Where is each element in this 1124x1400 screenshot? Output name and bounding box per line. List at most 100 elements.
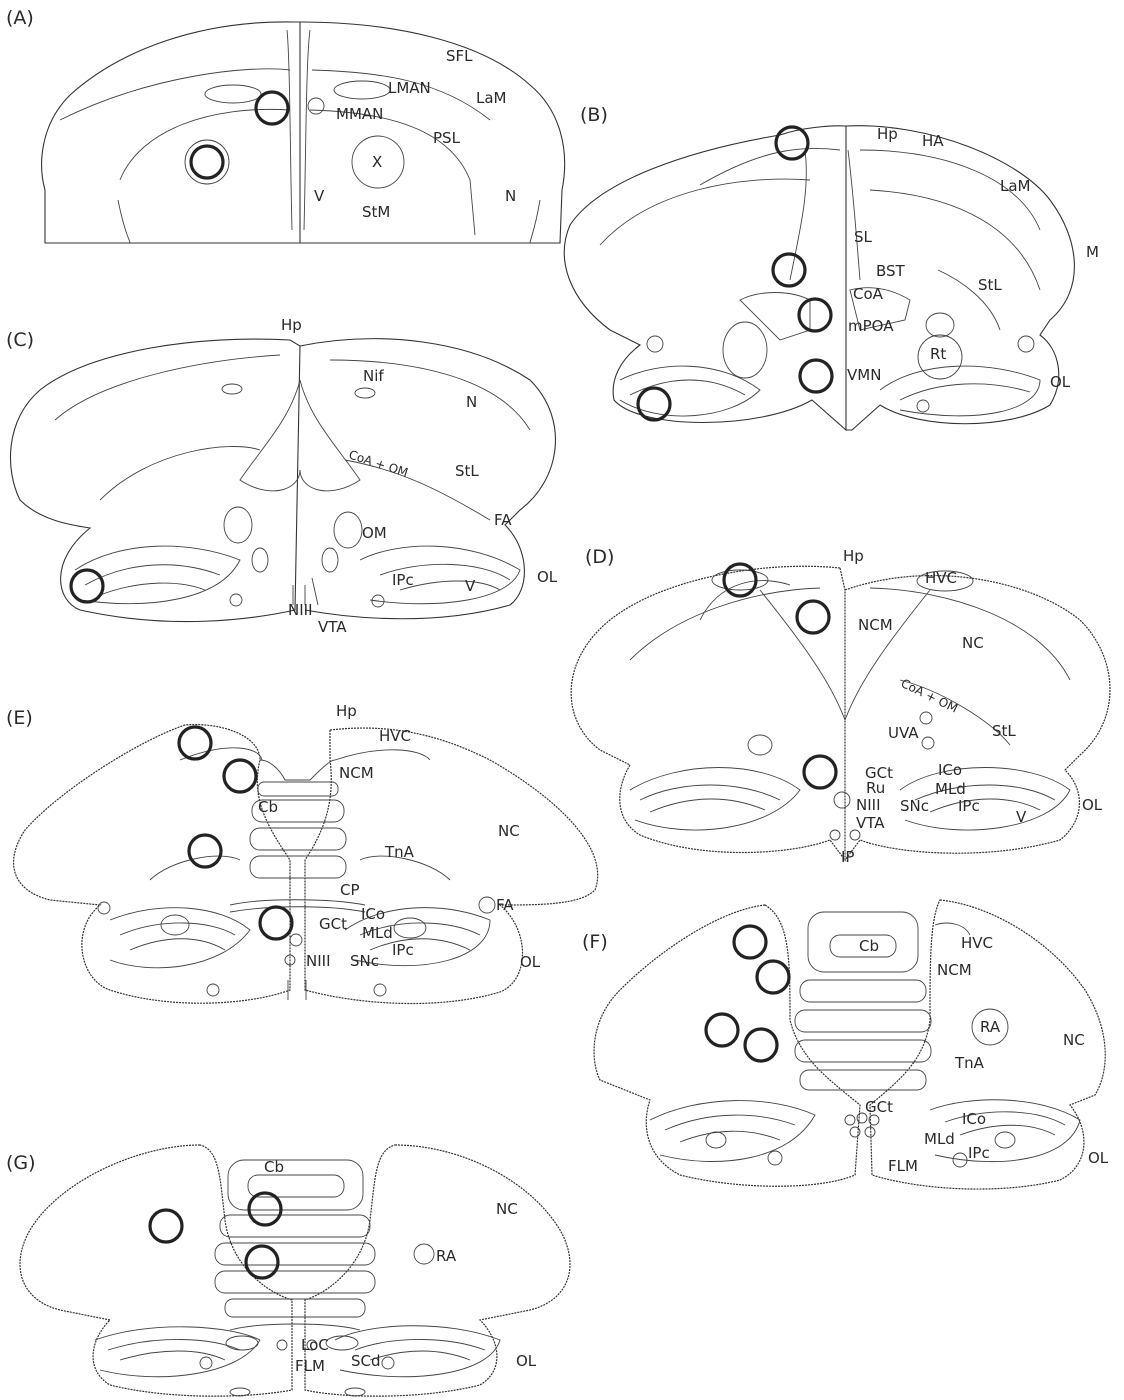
panel-e-region-label: HVC <box>379 727 411 745</box>
panel-b-region-label: mPOA <box>848 317 894 335</box>
panel-b-region-label: M <box>1086 243 1099 261</box>
panel-d-lesion-circle <box>797 601 829 633</box>
panel-b-lesion-circle <box>638 388 670 420</box>
panel-e-region-label: Hp <box>336 702 357 720</box>
panel-b-region-label: SL <box>854 228 873 246</box>
panel-b-region-label: HA <box>922 132 944 150</box>
panel-e-region-label: NC <box>498 822 520 840</box>
panel-f-region-label: NCM <box>937 961 972 979</box>
panel-d-region-label: HVC <box>925 569 957 587</box>
panel-c: (C) Hp Nif N <box>6 316 558 636</box>
panel-e-label: (E) <box>6 707 33 729</box>
panel-f-lesion-circle <box>745 1029 777 1061</box>
panel-a-region-label: SFL <box>446 47 473 65</box>
panel-c-region-label: IPc <box>392 571 414 589</box>
panel-b-lesion-circle <box>799 299 831 331</box>
panel-e-region-label: GCt <box>319 915 347 933</box>
panel-c-region-label: N <box>466 393 477 411</box>
panel-d-region-label: MLd <box>935 780 966 798</box>
panel-e-region-label: OL <box>520 953 541 971</box>
panel-a-region-label: MMAN <box>336 105 383 123</box>
panel-f-region-label: RA <box>980 1018 1001 1036</box>
panel-e-region-label: SNc <box>350 952 379 970</box>
panel-b: (B) Hp HA <box>564 104 1099 430</box>
panel-e-region-label: MLd <box>362 924 393 942</box>
panel-d-region-label: UVA <box>888 724 919 742</box>
panel-c-region-label: VTA <box>318 618 347 636</box>
panel-b-region-label: CoA <box>853 285 884 303</box>
panel-e-region-label: FA <box>496 896 514 914</box>
panel-a-region-label: LMAN <box>388 79 431 97</box>
panel-a-region-label: V <box>314 187 325 205</box>
panel-f-region-label: HVC <box>961 934 993 952</box>
panel-d-region-label: NIII <box>856 796 881 814</box>
panel-b-region-label: Rt <box>930 345 946 363</box>
panel-c-region-label: V <box>465 577 476 595</box>
panel-d-region-label: V <box>1016 808 1027 826</box>
panel-c-region-label: FA <box>494 511 512 529</box>
panel-f-region-label: NC <box>1063 1031 1085 1049</box>
panel-f-region-label: ICo <box>962 1110 986 1128</box>
panel-f-section-drawing <box>594 900 1105 1189</box>
panel-d-section-drawing <box>571 566 1110 860</box>
panel-d: (D) Hp HVC <box>571 546 1110 866</box>
panel-b-region-label: BST <box>876 262 906 280</box>
panel-d-region-label: OL <box>1082 796 1103 814</box>
panel-f-lesion-circle <box>757 961 789 993</box>
panel-f-region-label: Cb <box>859 937 879 955</box>
panel-b-region-label: VMN <box>847 366 881 384</box>
panel-d-region-label: IPc <box>958 797 980 815</box>
panel-c-region-label: OL <box>537 568 558 586</box>
panel-a-region-label: PSL <box>433 129 461 147</box>
panel-a-region-label: X <box>372 153 382 171</box>
panel-e-region-label: Cb <box>258 798 278 816</box>
panel-g: (G) <box>6 1145 570 1396</box>
panel-c-region-label: Nif <box>363 367 384 385</box>
panel-a-lesion-circle <box>256 92 288 124</box>
panel-f-lesion-circle <box>734 926 766 958</box>
panel-d-region-label: IP <box>841 848 854 866</box>
panel-f-label: (F) <box>582 931 608 953</box>
panel-f-lesion-circle <box>706 1014 738 1046</box>
panel-e-region-label: NCM <box>339 764 374 782</box>
panel-e: (E) <box>6 702 598 1004</box>
panel-f: (F) <box>582 900 1109 1189</box>
panel-d-region-label: NC <box>962 634 984 652</box>
panel-g-region-label: LoC <box>301 1336 329 1354</box>
panel-e-region-label: IPc <box>392 941 414 959</box>
panel-a-region-label: StM <box>362 203 390 221</box>
panel-d-region-label: NCM <box>858 616 893 634</box>
panel-a-label: (A) <box>6 7 34 29</box>
panel-g-region-label: Cb <box>264 1158 284 1176</box>
panel-f-region-label: IPc <box>968 1144 990 1162</box>
panel-e-region-label: TnA <box>384 843 415 861</box>
panel-e-lesion-circle <box>260 907 292 939</box>
panel-d-region-label: Ru <box>866 779 885 797</box>
panel-d-region-label: VTA <box>856 814 885 832</box>
panel-d-lesion-circle <box>804 756 836 788</box>
panel-e-region-label: NIII <box>306 952 331 970</box>
panel-g-lesion-circle <box>249 1193 281 1225</box>
panel-g-region-label: SCd <box>351 1352 381 1370</box>
panel-a-region-label: LaM <box>476 89 507 107</box>
panel-b-region-label: LaM <box>1000 177 1031 195</box>
panel-f-region-label: FLM <box>888 1157 918 1175</box>
panel-e-lesion-circle <box>189 835 221 867</box>
panel-g-region-label: NC <box>496 1200 518 1218</box>
panel-c-region-label: Hp <box>281 316 302 334</box>
panel-c-region-label: NIII <box>288 601 313 619</box>
panel-g-lesion-circle <box>150 1210 182 1242</box>
panel-f-region-label: TnA <box>954 1054 985 1072</box>
panel-g-region-label: FLM <box>295 1357 325 1375</box>
panel-e-lesion-circle <box>224 760 256 792</box>
panel-d-region-label: SNc <box>900 797 929 815</box>
panel-e-region-label: ICo <box>361 905 385 923</box>
panel-b-lesion-circle <box>800 360 832 392</box>
panel-d-region-label: ICo <box>938 761 962 779</box>
panel-g-label: (G) <box>6 1152 36 1174</box>
panel-b-region-label: OL <box>1050 373 1071 391</box>
panel-a: (A) SFL LMAN LaM MMAN PSL X V StM N <box>6 7 565 243</box>
panel-b-label: (B) <box>580 104 608 126</box>
panel-d-lesion-circle <box>724 564 756 596</box>
panel-a-section-drawing <box>42 22 565 243</box>
